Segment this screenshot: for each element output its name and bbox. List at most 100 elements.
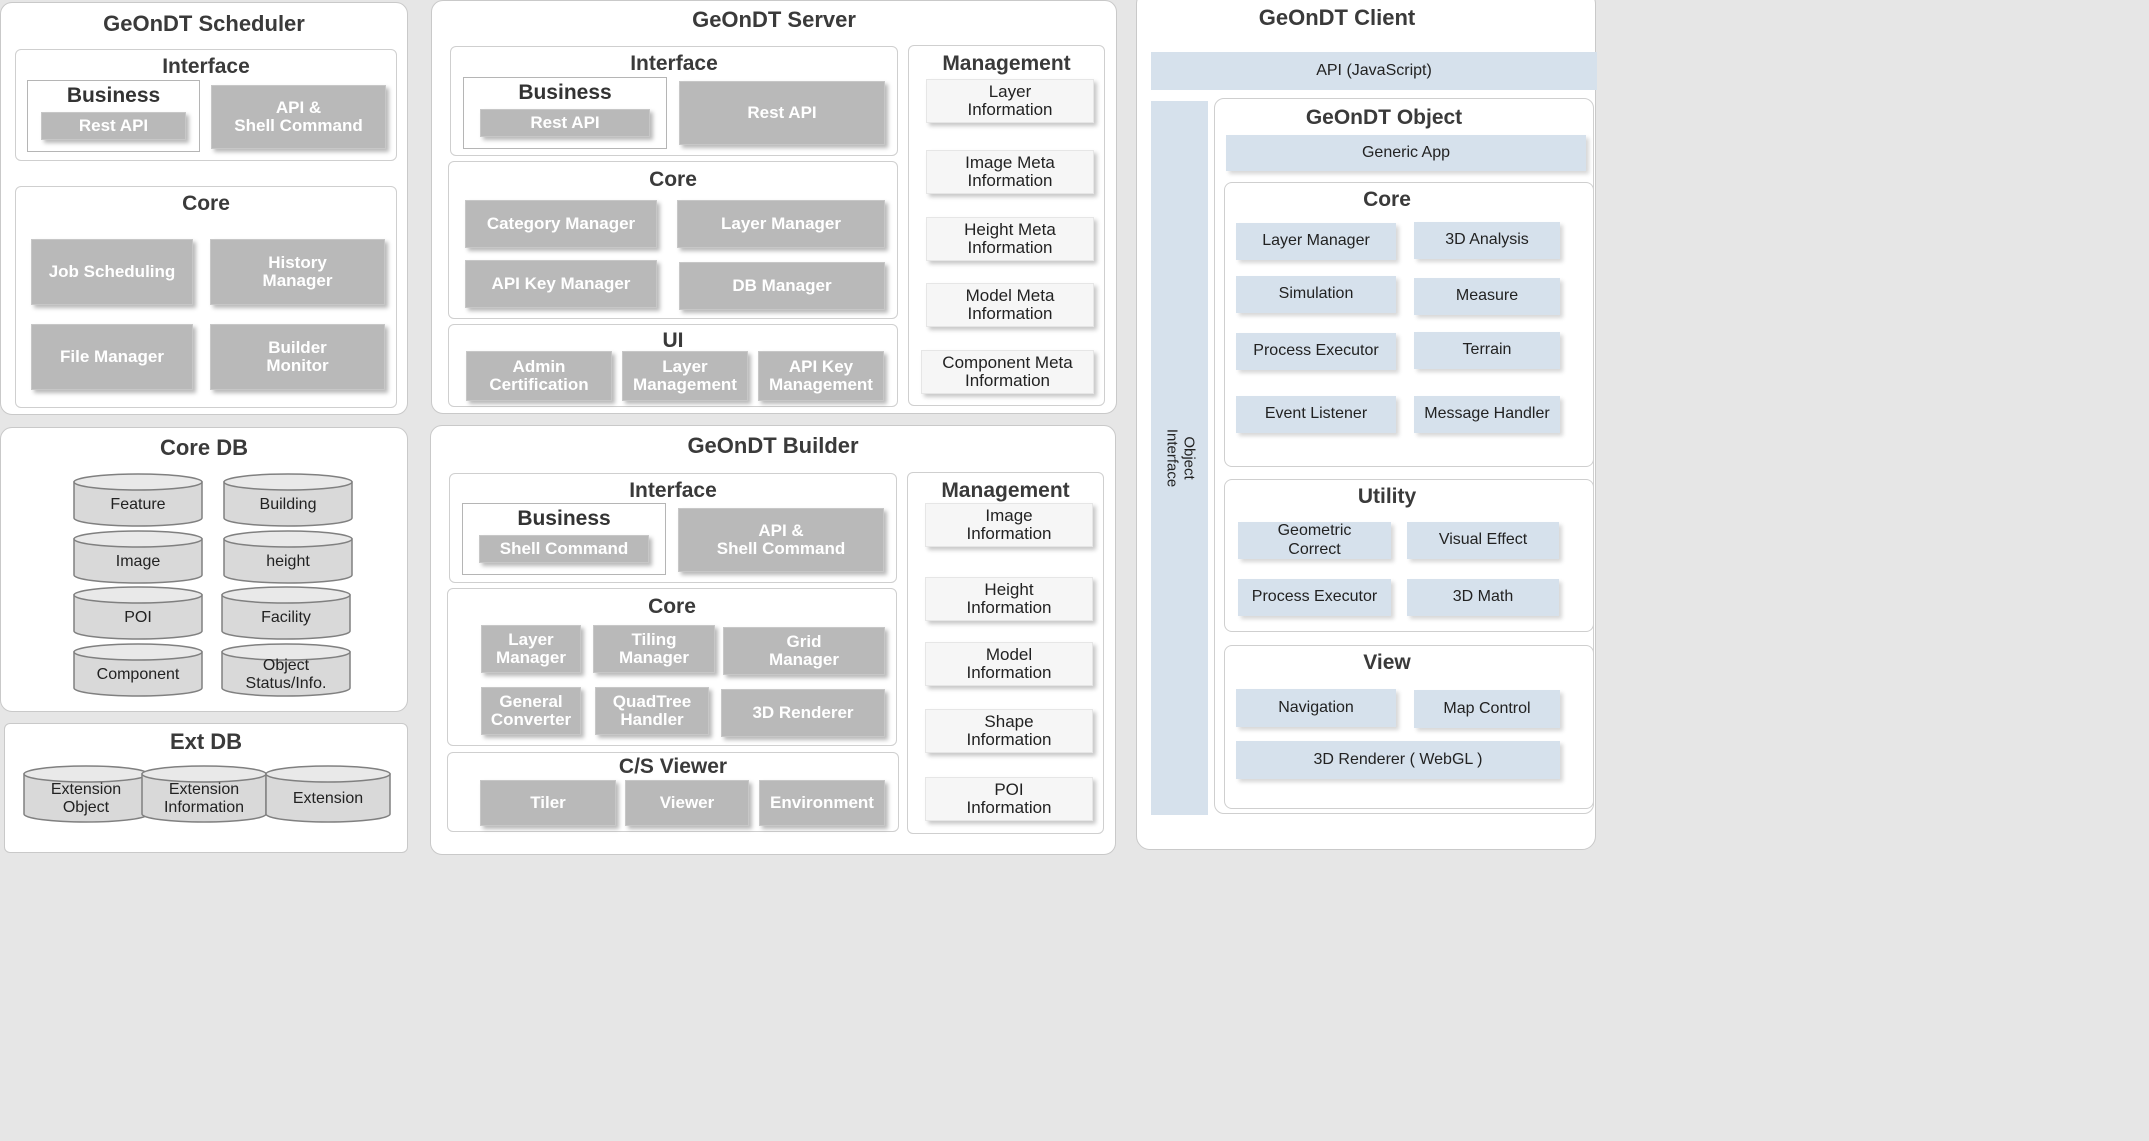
client-navigation: Navigation <box>1236 689 1396 727</box>
scheduler-business-title: Business <box>66 84 161 107</box>
server-business-frame: Business Rest API <box>463 77 667 149</box>
db-extension-cylinder-label: Extension <box>292 789 364 807</box>
builder-api-shell-command: API & Shell Command <box>678 508 884 572</box>
ext-db-panel: Ext DB Extension Object Extension Informa… <box>4 723 408 853</box>
db-component-cylinder-label: Component <box>96 665 180 683</box>
scheduler-panel: GeOnDT Scheduler Interface Business Rest… <box>0 2 408 415</box>
db-image-cylinder: Image <box>73 530 203 584</box>
server-panel: GeOnDT Server Interface Business Rest AP… <box>431 0 1117 414</box>
builder-height-information: Height Information <box>925 577 1093 621</box>
client-simulation: Simulation <box>1236 276 1396 313</box>
client-object-title: GeOnDT Object <box>1305 106 1463 129</box>
db-feature-cylinder-label: Feature <box>110 495 166 513</box>
scheduler-file-manager: File Manager <box>31 324 193 390</box>
db-extension-information-cylinder: Extension Information <box>141 765 267 823</box>
builder-quadtree-handler: QuadTree Handler <box>595 687 709 735</box>
client-3d-analysis: 3D Analysis <box>1414 222 1560 259</box>
db-building-cylinder: Building <box>223 473 353 527</box>
client-object-interface: Object Interface <box>1151 101 1208 815</box>
builder-3d-renderer: 3D Renderer <box>721 689 885 737</box>
db-object-status-cylinder-label: Object Status/Info. <box>245 656 327 692</box>
db-extension-object-cylinder-label: Extension Object <box>50 780 122 816</box>
scheduler-core-title: Core <box>182 192 230 215</box>
server-interface-title: Interface <box>630 52 718 75</box>
db-component-cylinder: Component <box>73 643 203 697</box>
db-extension-cylinder: Extension <box>265 765 391 823</box>
server-business-title: Business <box>518 81 612 104</box>
builder-management-title: Management <box>941 479 1070 502</box>
server-image-meta-information: Image Meta Information <box>926 150 1094 194</box>
db-height-cylinder-label: height <box>266 552 310 570</box>
server-rest-api: Rest API <box>679 81 885 145</box>
server-management-group: Management Layer Information Image Meta … <box>908 45 1105 406</box>
scheduler-business-rest-api: Rest API <box>41 112 186 140</box>
db-facility-cylinder: Facility <box>221 586 351 640</box>
db-image-cylinder-label: Image <box>115 552 161 570</box>
client-3d-math: 3D Math <box>1407 579 1559 616</box>
builder-model-information: Model Information <box>925 642 1093 686</box>
client-layer-manager: Layer Manager <box>1236 223 1396 260</box>
builder-title: GeOnDT Builder <box>687 433 859 458</box>
client-geometric-correct: Geometric Correct <box>1238 522 1391 559</box>
client-message-handler: Message Handler <box>1414 396 1560 433</box>
client-visual-effect: Visual Effect <box>1407 522 1559 559</box>
client-utility-title: Utility <box>1357 485 1417 508</box>
client-map-control: Map Control <box>1414 690 1560 728</box>
builder-tiler: Tiler <box>480 780 616 826</box>
server-ui-group: UI Admin Certification Layer Management … <box>448 324 898 407</box>
builder-viewer-title: C/S Viewer <box>618 755 728 778</box>
server-core-title: Core <box>649 168 697 191</box>
server-management-title: Management <box>942 52 1071 75</box>
client-terrain: Terrain <box>1414 332 1560 369</box>
builder-viewer-group: C/S Viewer Tiler Viewer Environment <box>447 752 899 832</box>
server-height-meta-information: Height Meta Information <box>926 217 1094 261</box>
builder-panel: GeOnDT Builder Interface Business Shell … <box>430 425 1116 855</box>
client-panel: GeOnDT Client API (JavaScript) Object In… <box>1136 0 1597 850</box>
db-building-cylinder-label: Building <box>259 495 317 513</box>
scheduler-interface-group: Interface Business Rest API API & Shell … <box>15 49 397 161</box>
builder-general-converter: General Converter <box>481 687 581 735</box>
scheduler-history-manager: History Manager <box>210 239 385 305</box>
builder-viewer: Viewer <box>625 780 749 826</box>
client-3d-renderer-webgl: 3D Renderer ( WebGL ) <box>1236 741 1560 779</box>
scheduler-interface-title: Interface <box>162 55 250 78</box>
builder-tiling-manager: Tiling Manager <box>593 625 715 673</box>
scheduler-job-scheduling: Job Scheduling <box>31 239 193 305</box>
scheduler-title: GeOnDT Scheduler <box>103 11 305 36</box>
ext-db-title: Ext DB <box>169 729 243 754</box>
builder-business-frame: Business Shell Command <box>462 503 666 575</box>
builder-interface-title: Interface <box>629 479 717 502</box>
builder-image-information: Image Information <box>925 503 1093 547</box>
server-layer-manager: Layer Manager <box>677 200 885 248</box>
server-core-group: Core Category Manager Layer Manager API … <box>448 161 898 319</box>
client-measure: Measure <box>1414 278 1560 315</box>
server-model-meta-information: Model Meta Information <box>926 283 1094 327</box>
client-process-executor: Process Executor <box>1236 333 1396 370</box>
scheduler-api-shell-command: API & Shell Command <box>211 85 386 149</box>
server-api-key-manager: API Key Manager <box>465 260 657 308</box>
db-object-status-cylinder: Object Status/Info. <box>221 643 351 697</box>
db-poi-cylinder: POI <box>73 586 203 640</box>
server-layer-management: Layer Management <box>622 351 748 401</box>
scheduler-builder-monitor: Builder Monitor <box>210 324 385 390</box>
scheduler-business-frame: Business Rest API <box>27 80 200 152</box>
client-generic-app: Generic App <box>1226 135 1586 171</box>
client-utility-group: Utility Geometric Correct Visual Effect … <box>1224 479 1594 632</box>
client-utility-process-executor: Process Executor <box>1238 579 1391 616</box>
db-extension-object-cylinder: Extension Object <box>23 765 149 823</box>
db-poi-cylinder-label: POI <box>124 608 152 626</box>
server-interface-group: Interface Business Rest API Rest API <box>450 46 898 156</box>
builder-management-group: Management Image Information Height Info… <box>907 472 1104 834</box>
builder-shell-command: Shell Command <box>479 535 649 563</box>
server-category-manager: Category Manager <box>465 200 657 248</box>
builder-interface-group: Interface Business Shell Command API & S… <box>449 473 897 583</box>
builder-business-title: Business <box>517 507 611 530</box>
client-core-group: Core Layer Manager 3D Analysis Simulatio… <box>1224 182 1594 467</box>
builder-grid-manager: Grid Manager <box>723 627 885 675</box>
db-height-cylinder: height <box>223 530 353 584</box>
client-view-title: View <box>1363 651 1411 674</box>
server-admin-certification: Admin Certification <box>466 351 612 401</box>
client-object-panel: GeOnDT Object Generic App Core Layer Man… <box>1214 98 1594 814</box>
scheduler-core-group: Core Job Scheduling History Manager File… <box>15 186 397 408</box>
